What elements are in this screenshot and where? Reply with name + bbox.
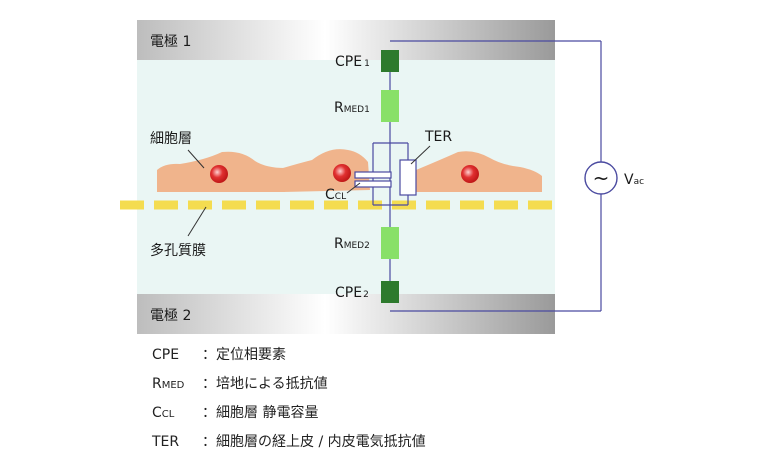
- legend-key: CCL: [152, 405, 175, 421]
- electrode-top-label: 電極 1: [150, 34, 191, 50]
- cpe2-label: CPE2: [335, 285, 369, 301]
- cpe2-element: [381, 281, 399, 303]
- legend-desc: ：細胞層 静電容量: [202, 405, 319, 421]
- cell: [416, 151, 542, 192]
- legend-row-rmed: RMED ：培地による抵抗値: [152, 374, 328, 394]
- electrode-bottom: [137, 294, 555, 334]
- legend-row-ccl: CCL ：細胞層 静電容量: [152, 403, 318, 423]
- legend-desc: ：培地による抵抗値: [202, 376, 328, 392]
- legend-desc: ：定位相要素: [202, 347, 286, 363]
- ter-leader: [410, 145, 431, 165]
- legend-row-ter: TER ：細胞層の経上皮 / 内皮電気抵抗値: [152, 432, 426, 452]
- electrode-bottom-label: 電極 2: [150, 308, 191, 324]
- ccl-label: CCL: [325, 187, 346, 203]
- rmed2-resistor: [381, 227, 399, 259]
- cpe1-element: [381, 50, 399, 72]
- legend-key: TER: [152, 434, 180, 450]
- legend-row-cpe: CPE ：定位相要素: [152, 345, 286, 365]
- cell-nucleus: [461, 165, 479, 183]
- ter-resistor: [399, 159, 417, 196]
- porous-membrane-leader: [187, 206, 207, 237]
- cell: [283, 149, 370, 192]
- cell-layer-leader: [187, 149, 205, 169]
- legend-key: CPE: [152, 347, 180, 363]
- rmed1-label: RMED1: [334, 100, 370, 116]
- ac-source-label: Vac: [624, 172, 644, 188]
- ac-source-icon: [584, 161, 618, 195]
- rmed1-resistor: [381, 90, 399, 122]
- cell-layer: [157, 149, 542, 192]
- ac-wave-icon: ~: [593, 166, 610, 190]
- cell-nucleus: [333, 164, 351, 182]
- electrode-top: [137, 20, 555, 60]
- ter-label: TER: [424, 129, 452, 145]
- porous-membrane-label: 多孔質膜: [150, 242, 206, 259]
- ccl-plate-top: [354, 171, 392, 179]
- legend-key: RMED: [152, 376, 185, 392]
- cell-nucleus: [210, 165, 228, 183]
- legend-desc: ：細胞層の経上皮 / 内皮電気抵抗値: [202, 434, 426, 450]
- rmed2-label: RMED2: [334, 236, 370, 252]
- cell-layer-label: 細胞層: [150, 131, 192, 147]
- ccl-leader: [346, 182, 361, 194]
- ccl-plate-bottom: [354, 180, 392, 188]
